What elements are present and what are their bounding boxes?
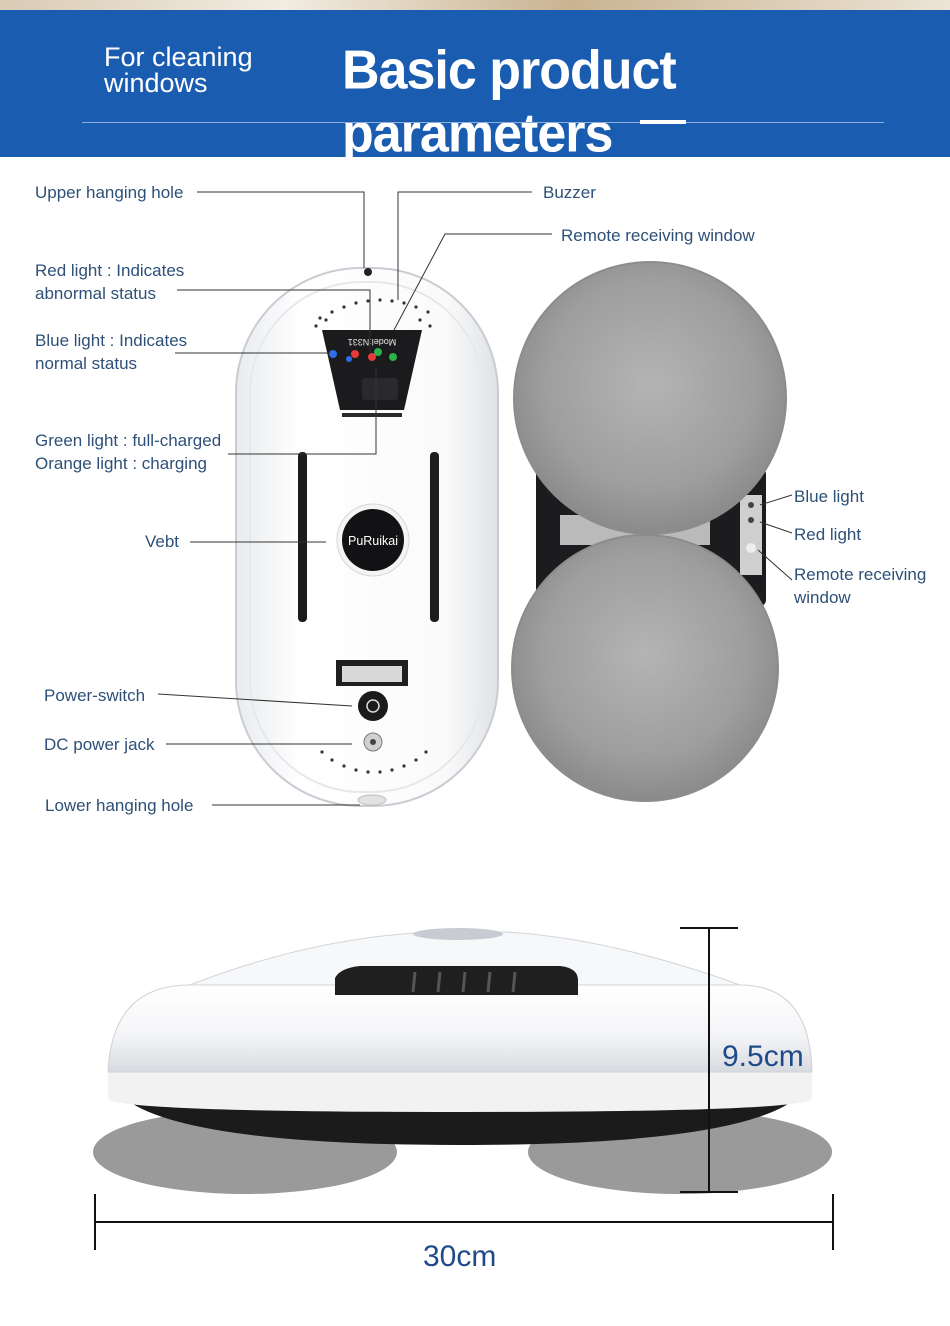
width-dimension: 30cm <box>423 1240 497 1273</box>
banner-divider-mark <box>640 120 686 124</box>
height-dimension: 9.5cm <box>722 1040 804 1073</box>
label-buzzer: Buzzer <box>543 183 596 202</box>
label-lower-hanging-hole: Lower hanging hole <box>45 796 194 815</box>
header-banner <box>0 10 950 157</box>
label-red-light: Red light : Indicates abnormal status <box>35 261 185 303</box>
dimension-lines <box>94 927 834 1250</box>
brand-badge: PuRuikai <box>348 534 398 548</box>
label-remote-receiving-window: Remote receiving window <box>561 226 755 245</box>
label-side-red-light: Red light <box>794 525 862 544</box>
label-green-orange-light: Green light : full-charged Orange light … <box>35 431 222 473</box>
banner-divider <box>82 122 884 123</box>
label-dc-power-jack: DC power jack <box>44 735 155 754</box>
model-label: Model:N331 <box>348 337 397 347</box>
label-upper-hanging-hole: Upper hanging hole <box>35 183 184 202</box>
banner-subtitle: For cleaning windows <box>104 42 253 98</box>
robot-side-view <box>93 928 832 1194</box>
robot-back-view <box>511 261 787 802</box>
banner-title: Basic product parameters <box>342 40 677 164</box>
callout-lines <box>157 191 793 806</box>
label-side-remote-window: Remote receiving window <box>794 565 927 607</box>
label-vebt: Vebt <box>145 532 180 551</box>
label-blue-light: Blue light : Indicates normal status <box>35 331 188 373</box>
robot-front-view: Model:N331 PuRuikai <box>235 267 499 807</box>
top-photo-strip <box>0 0 950 10</box>
label-power-switch: Power-switch <box>44 686 146 705</box>
label-side-blue-light: Blue light <box>794 487 864 506</box>
